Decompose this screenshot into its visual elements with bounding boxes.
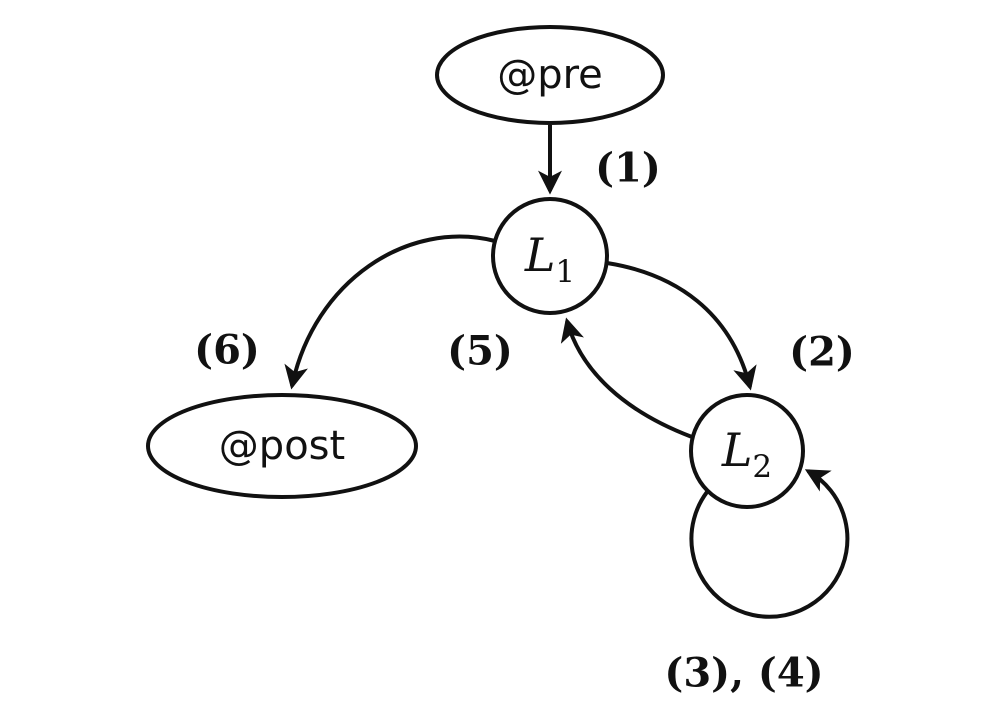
edge-l1-to-post bbox=[284, 234, 496, 390]
node-l1-label: L1 bbox=[524, 228, 575, 290]
node-post-shape bbox=[146, 393, 418, 499]
node-l2-label: L2 bbox=[721, 423, 772, 485]
edge-label-5: (5) bbox=[447, 328, 513, 375]
node-post-label: @post bbox=[219, 423, 345, 469]
node-l2-subscript: 2 bbox=[752, 449, 772, 485]
edge-label-3-4: (3), (4) bbox=[664, 650, 823, 697]
node-l2-shape bbox=[689, 393, 805, 509]
node-pre-label: @pre bbox=[497, 52, 603, 98]
edge-l1-to-l2 bbox=[606, 261, 757, 391]
node-pre-shape bbox=[435, 25, 665, 125]
node-l2-base: L bbox=[721, 423, 753, 477]
edge-l2-self-loop bbox=[689, 469, 850, 619]
edge-label-6: (6) bbox=[194, 327, 260, 374]
node-l1-subscript: 1 bbox=[555, 254, 575, 290]
edge-label-1: (1) bbox=[595, 145, 661, 192]
node-l1-base: L bbox=[524, 228, 556, 282]
edge-l2-to-l1 bbox=[560, 317, 693, 439]
node-l1-shape bbox=[491, 197, 609, 315]
edge-label-2: (2) bbox=[789, 329, 855, 376]
